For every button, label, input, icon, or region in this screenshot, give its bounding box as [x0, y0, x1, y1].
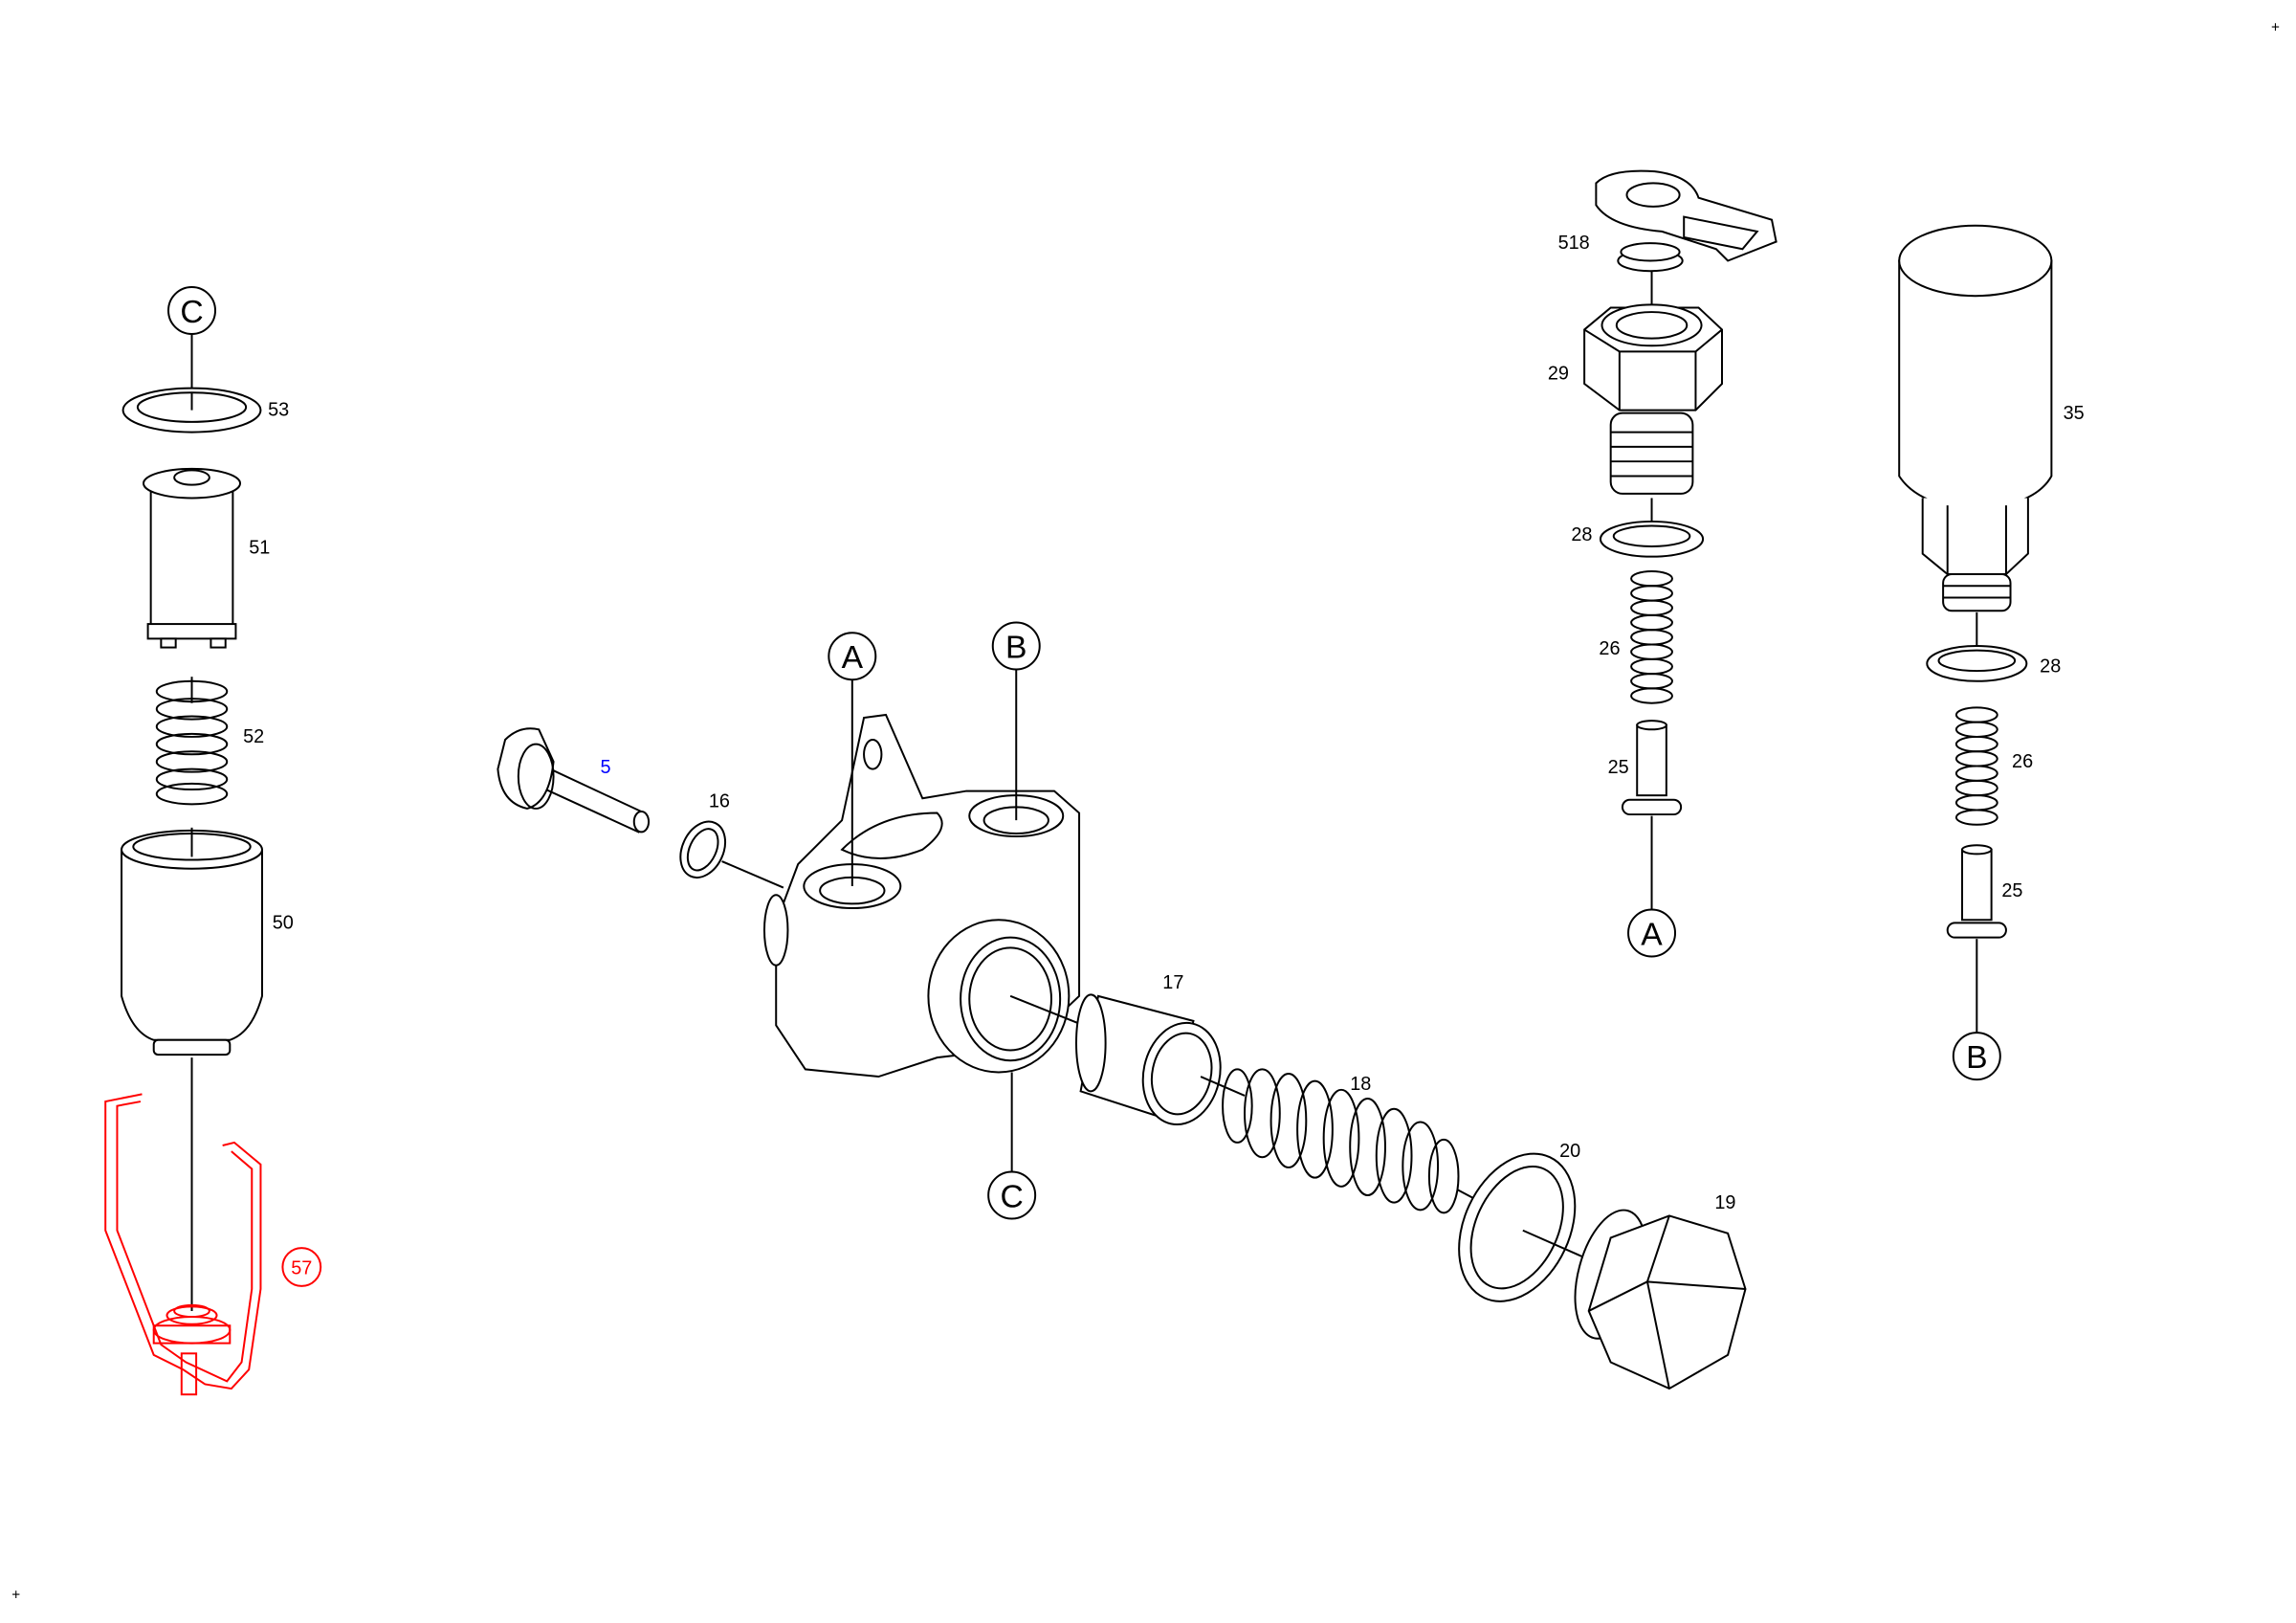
part-25-valve-pin-a[interactable]	[1621, 720, 1683, 816]
corner-mark-top-right: +	[2271, 20, 2280, 36]
reference-c-circle-left	[167, 286, 216, 336]
callout-5[interactable]: 5	[601, 757, 611, 778]
part-25-valve-pin-b[interactable]	[1946, 844, 2007, 939]
reference-c-label-left: C	[180, 295, 203, 330]
callout-18[interactable]: 18	[1350, 1074, 1371, 1095]
callout-17[interactable]: 17	[1162, 972, 1183, 993]
part-35-cap[interactable]	[1898, 224, 2053, 612]
callout-25-a[interactable]: 25	[1608, 757, 1629, 778]
part-57-clamp[interactable]	[104, 1093, 262, 1396]
callout-28-b[interactable]: 28	[2040, 656, 2061, 678]
callout-25-b[interactable]: 25	[2001, 880, 2022, 901]
callout-52[interactable]: 52	[243, 726, 264, 747]
callout-57-circle	[281, 1247, 322, 1287]
part-20-sealing-ring[interactable]	[1436, 1135, 1597, 1321]
part-26-spring-a[interactable]	[1630, 569, 1673, 704]
part-29-fitting[interactable]	[1583, 303, 1723, 495]
reference-c-label-center: C	[1000, 1179, 1023, 1214]
valve-b-assembly	[1898, 224, 2053, 1034]
reference-a-circle-right	[1627, 908, 1677, 958]
valve-a-assembly	[1583, 169, 1777, 910]
reference-a-label-center: A	[842, 640, 864, 676]
part-518-tab-washer[interactable]	[1595, 169, 1777, 273]
reference-c-circle-center	[987, 1170, 1037, 1220]
part-28-sealing-ring-b[interactable]	[1926, 645, 2028, 682]
callout-29[interactable]: 29	[1548, 363, 1569, 384]
callout-26-a[interactable]: 26	[1599, 638, 1620, 659]
part-18-spring[interactable]	[1222, 1068, 1460, 1214]
reference-b-label-center: B	[1005, 630, 1027, 665]
callout-53[interactable]: 53	[268, 400, 289, 421]
pump-housing-assembly	[497, 669, 1747, 1390]
part-5-bolt[interactable]	[497, 727, 651, 834]
callout-35[interactable]: 35	[2064, 403, 2085, 424]
callout-50[interactable]: 50	[273, 912, 294, 933]
callout-16[interactable]: 16	[709, 790, 730, 812]
part-26-spring-b[interactable]	[1954, 706, 1998, 826]
callout-518[interactable]: 518	[1558, 233, 1590, 254]
part-19-plug[interactable]	[1562, 1202, 1747, 1390]
part-50-bowl[interactable]	[121, 827, 263, 1056]
part-17-sleeve[interactable]	[1075, 993, 1229, 1131]
part-52-spring[interactable]	[155, 677, 229, 806]
callout-51[interactable]: 51	[249, 538, 270, 559]
part-housing-body[interactable]	[762, 713, 1081, 1078]
reference-a-circle-center	[828, 632, 877, 681]
reference-b-label-right: B	[1966, 1040, 1987, 1076]
callout-26-b[interactable]: 26	[2012, 751, 2033, 772]
corner-mark-bottom-left: +	[11, 1587, 20, 1603]
part-51-filter-element[interactable]	[143, 467, 242, 649]
callout-20[interactable]: 20	[1559, 1141, 1580, 1162]
callout-19[interactable]: 19	[1714, 1192, 1735, 1213]
reference-b-circle-center	[991, 621, 1041, 671]
part-28-sealing-ring-a[interactable]	[1599, 520, 1705, 558]
part-16-o-ring[interactable]	[672, 814, 734, 885]
callout-28-a[interactable]: 28	[1571, 524, 1592, 545]
reference-b-circle-right	[1952, 1032, 2001, 1081]
filter-assembly	[104, 334, 263, 1396]
callout-57[interactable]: 57	[291, 1258, 312, 1279]
reference-a-label-right: A	[1641, 917, 1663, 952]
